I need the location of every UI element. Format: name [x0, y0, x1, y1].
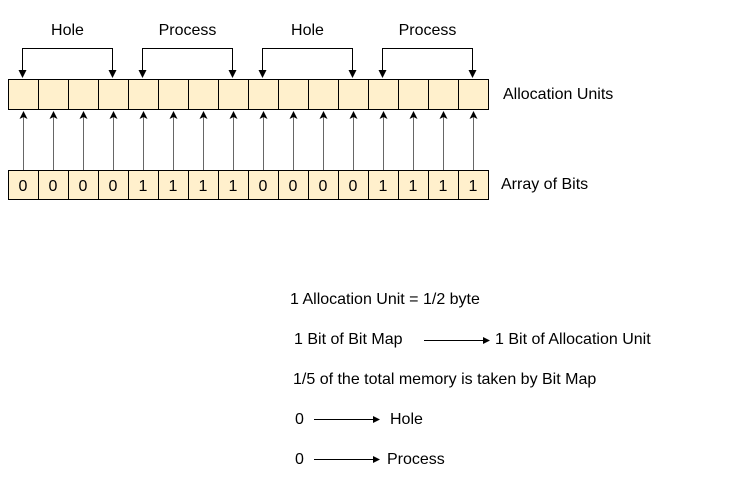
brackets-group: Hole Process Hole Process: [18, 22, 477, 78]
bracket-line: [142, 48, 233, 77]
bit-value: 0: [319, 178, 328, 195]
legend-bit-hole: 0: [295, 411, 304, 428]
arrowhead-icon: [18, 70, 27, 78]
allocation-unit-cell: [158, 79, 189, 110]
bit-cell: [158, 170, 189, 200]
allocation-unit-cell: [308, 79, 339, 110]
bit-value: 1: [199, 178, 208, 195]
bit-value: 1: [409, 178, 418, 195]
legend-meaning-process: Process: [387, 451, 445, 468]
note-arrows-group: [314, 337, 490, 463]
arrowhead-icon: [228, 70, 237, 78]
bit-value: 0: [49, 178, 58, 195]
arrowhead-icon: [348, 70, 357, 78]
bit-value: 0: [259, 178, 268, 195]
bit-cell: [278, 170, 309, 200]
allocation-units-row: [8, 79, 489, 110]
note-memory-fraction: 1/5 of the total memory is taken by Bit …: [293, 371, 597, 388]
allocation-unit-cell: [8, 79, 39, 110]
note-mapping-right: 1 Bit of Allocation Unit: [495, 331, 651, 348]
bracket-line: [22, 48, 113, 77]
allocation-unit-cell: [248, 79, 279, 110]
bit-cell: [368, 170, 399, 200]
bit-value: 0: [19, 178, 28, 195]
arrowhead-icon: [373, 456, 380, 463]
bit-value: 1: [439, 178, 448, 195]
arrowhead-icon: [373, 416, 380, 423]
bit-value: 1: [379, 178, 388, 195]
bit-cell: [248, 170, 279, 200]
allocation-unit-cell: [458, 79, 489, 110]
allocation-unit-cell: [218, 79, 249, 110]
allocation-unit-cell: [278, 79, 309, 110]
bit-value: 0: [109, 178, 118, 195]
legend-bit-process: 0: [295, 451, 304, 468]
bracket-label: Process: [399, 22, 457, 39]
arrowhead-icon: [378, 70, 387, 78]
bracket-label: Process: [159, 22, 217, 39]
arrowhead-icon: [108, 70, 117, 78]
bracket-line: [382, 48, 473, 77]
allocation-unit-cell: [128, 79, 159, 110]
bracket-line: [262, 48, 353, 77]
allocation-unit-cell: [398, 79, 429, 110]
bit-value: 1: [169, 178, 178, 195]
allocation-unit-cell: [368, 79, 399, 110]
bit-cell: [338, 170, 369, 200]
allocation-unit-cell: [38, 79, 69, 110]
bit-value: 1: [139, 178, 148, 195]
bit-cell: [458, 170, 489, 200]
bit-cell: [218, 170, 249, 200]
bit-cell: [8, 170, 39, 200]
connectors-group: [19, 111, 478, 170]
arrowhead-icon: [483, 337, 490, 344]
bit-value: 0: [349, 178, 358, 195]
allocation-unit-cell: [98, 79, 129, 110]
arrowhead-icon: [138, 70, 147, 78]
bit-cell: [398, 170, 429, 200]
bit-value: 1: [229, 178, 238, 195]
bit-cell: [128, 170, 159, 200]
bit-value: 0: [289, 178, 298, 195]
bit-cell: [38, 170, 69, 200]
array-of-bits-label: Array of Bits: [501, 176, 589, 193]
allocation-unit-cell: [428, 79, 459, 110]
array-of-bits-row: 0 0 0 0 1 1 1 1 0 0 0 0 1 1 1 1: [8, 170, 489, 200]
bit-cell: [308, 170, 339, 200]
bit-cell: [428, 170, 459, 200]
allocation-units-label: Allocation Units: [503, 86, 614, 103]
bit-value: 0: [79, 178, 88, 195]
arrowhead-icon: [468, 70, 477, 78]
bracket-label: Hole: [51, 22, 84, 39]
bit-cell: [188, 170, 219, 200]
allocation-unit-cell: [68, 79, 99, 110]
arrowhead-icon: [258, 70, 267, 78]
bracket-label: Hole: [291, 22, 324, 39]
legend-meaning-hole: Hole: [390, 411, 423, 428]
allocation-unit-cell: [338, 79, 369, 110]
note-mapping-left: 1 Bit of Bit Map: [294, 331, 403, 348]
bit-value: 1: [469, 178, 478, 195]
bit-cell: [68, 170, 99, 200]
allocation-unit-cell: [188, 79, 219, 110]
note-unit-size: 1 Allocation Unit = 1/2 byte: [290, 291, 480, 308]
